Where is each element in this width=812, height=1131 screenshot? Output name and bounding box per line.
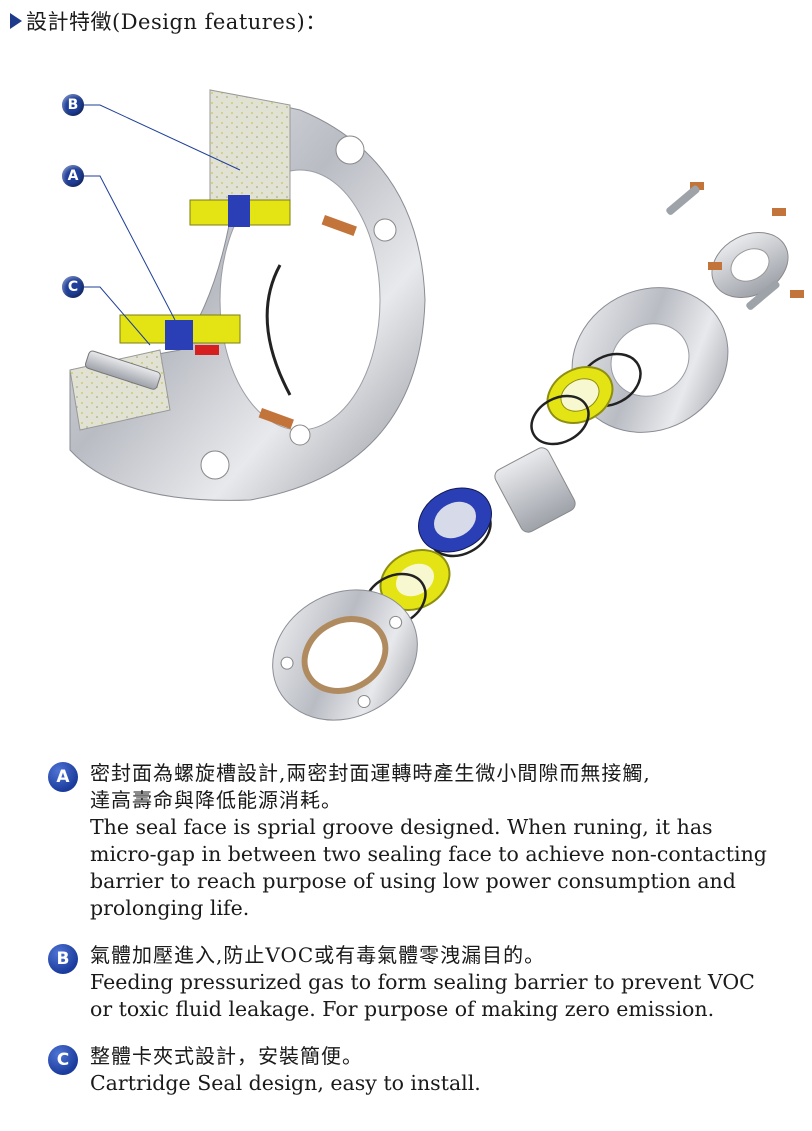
feature-list: A 密封面為螺旋槽設計,兩密封面運轉時產生微小間隙而無接觸, 達高壽命與降低能源…	[48, 760, 788, 1097]
feature-b-english: Feeding pressurized gas to form sealing …	[90, 970, 755, 1021]
feature-c-chinese: 整體卡夾式設計，安裝簡便。	[90, 1044, 363, 1068]
section-heading-text: 設計特徵(Design features)：	[26, 10, 327, 34]
feature-b-chinese: 氣體加壓進入,防止VOC或有毒氣體零洩漏目的。	[90, 943, 546, 967]
feature-item-c: C 整體卡夾式設計，安裝簡便。 Cartridge Seal design, e…	[48, 1043, 788, 1097]
section-heading: 設計特徵(Design features)：	[10, 6, 327, 36]
feature-c-english: Cartridge Seal design, easy to install.	[90, 1071, 481, 1095]
feature-item-a: A 密封面為螺旋槽設計,兩密封面運轉時產生微小間隙而無接觸, 達高壽命與降低能源…	[48, 760, 788, 922]
feature-badge-b: B	[48, 944, 78, 974]
feature-item-b: B 氣體加壓進入,防止VOC或有毒氣體零洩漏目的。 Feeding pressu…	[48, 942, 788, 1023]
seal-illustration	[69, 89, 804, 721]
marker-b: B	[62, 94, 84, 116]
exploded-view	[272, 182, 804, 721]
leader-lines	[82, 104, 241, 346]
feature-badge-a: A	[48, 762, 78, 792]
marker-a: A	[62, 165, 84, 187]
marker-c: C	[62, 276, 84, 298]
triangle-bullet-icon	[10, 13, 22, 29]
feature-badge-c: C	[48, 1045, 78, 1075]
feature-a-chinese: 密封面為螺旋槽設計,兩密封面運轉時產生微小間隙而無接觸, 達高壽命與降低能源消耗…	[90, 761, 651, 812]
cutaway-assembly	[69, 89, 426, 501]
feature-a-english: The seal face is sprial groove designed.…	[90, 815, 767, 920]
